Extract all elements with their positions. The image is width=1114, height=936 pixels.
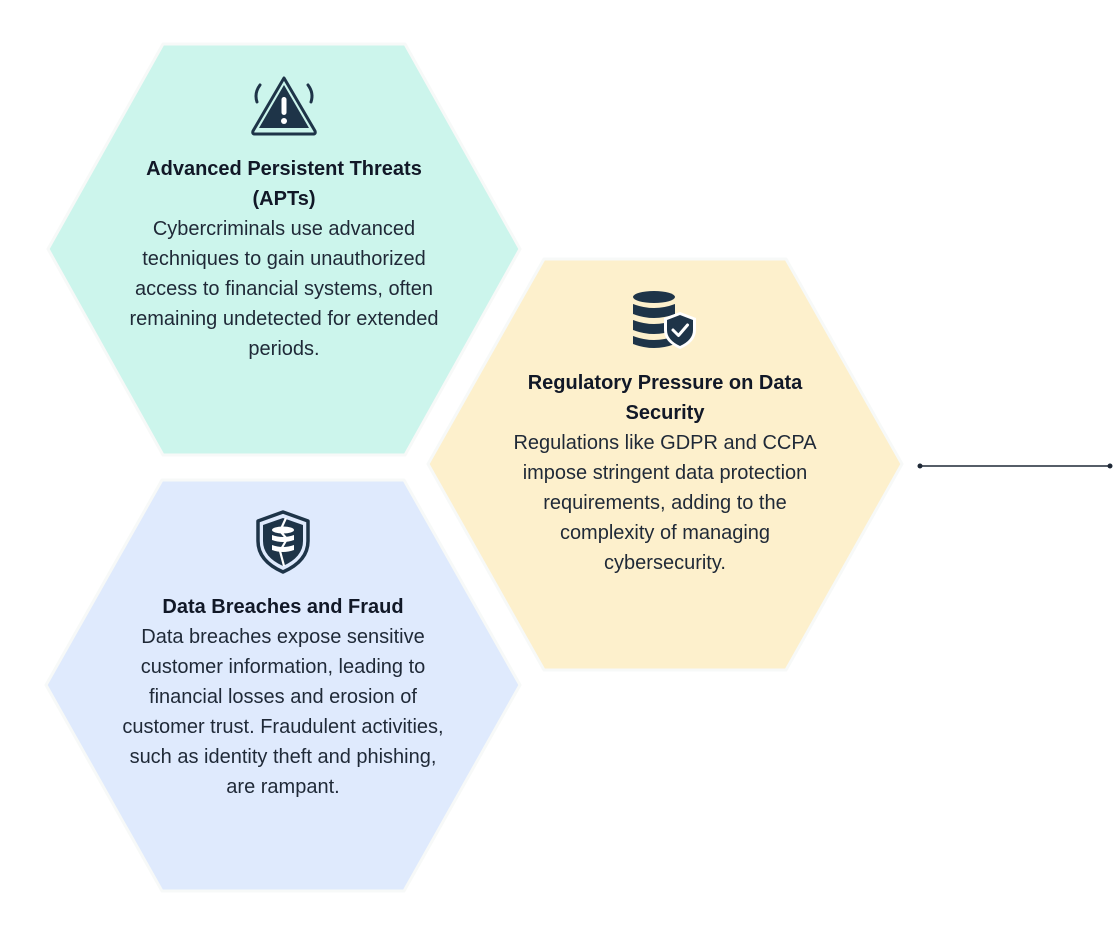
alert-triangle-icon (244, 70, 324, 140)
apt-title: Advanced Persistent Threats (APTs) (146, 158, 422, 210)
card-breach: Data Breaches and Fraud Data breaches ex… (113, 506, 453, 802)
breach-title: Data Breaches and Fraud (162, 596, 404, 618)
hexagon-regulatory (426, 257, 904, 672)
connector-dot-end (1107, 463, 1113, 469)
apt-description: Cybercriminals use advanced techniques t… (129, 218, 439, 360)
database-shield-icon (625, 286, 705, 356)
hexagon-breach (44, 478, 522, 893)
card-apt: Advanced Persistent Threats (APTs) Cyber… (114, 70, 454, 364)
regulatory-description: Regulations like GDPR and CCPA impose st… (513, 432, 817, 574)
broken-shield-database-icon (243, 506, 323, 578)
regulatory-title: Regulatory Pressure on Data Security (527, 372, 803, 424)
hexagon-apt (46, 42, 522, 457)
card-regulatory: Regulatory Pressure on Data Security Reg… (495, 286, 835, 578)
connector-dot-start (917, 463, 923, 469)
breach-description: Data breaches expose sensitive customer … (122, 626, 444, 798)
